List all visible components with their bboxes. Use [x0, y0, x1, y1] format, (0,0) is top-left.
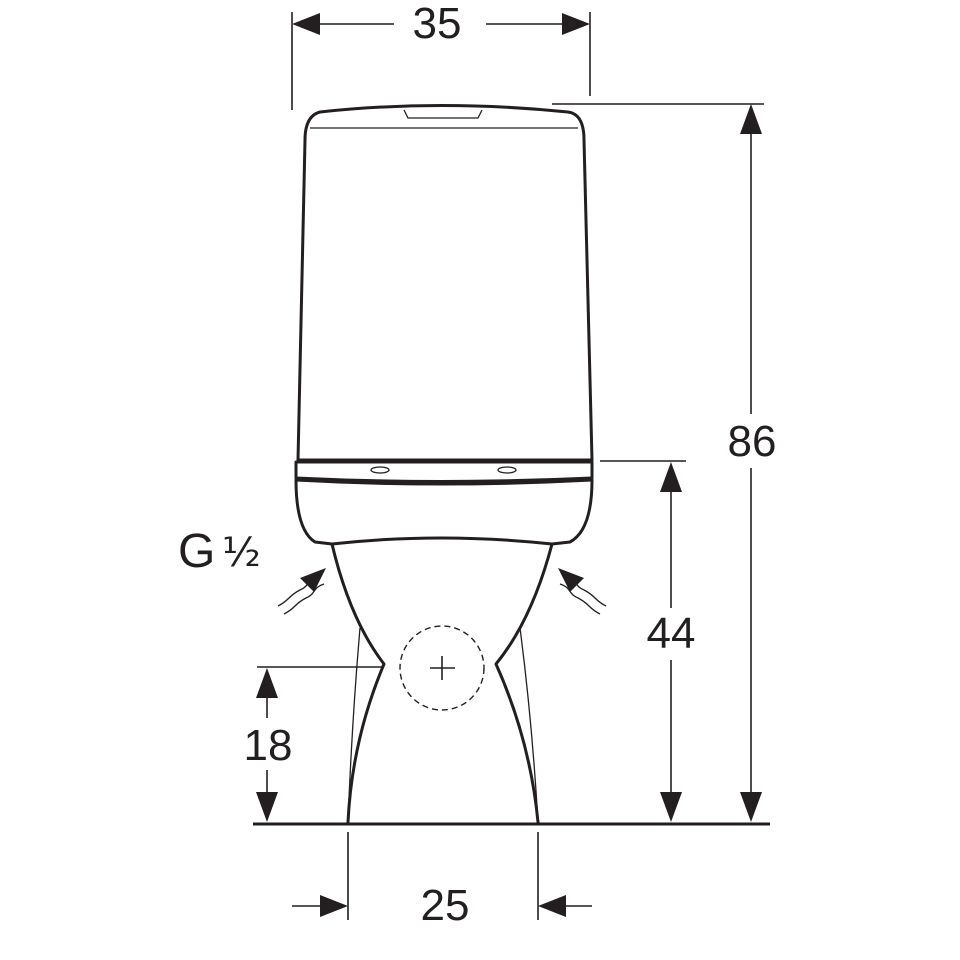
thread-size: ½ [222, 530, 261, 576]
svg-text:86: 86 [728, 417, 777, 466]
dim-height-total: 86 [552, 103, 777, 822]
inlet-arrow-left [277, 568, 326, 615]
dim-width-base: 25 [292, 832, 592, 930]
pedestal [330, 542, 554, 824]
dim-width-top: 35 [291, 0, 591, 110]
dim-height-inlet: 18 [244, 666, 384, 822]
svg-text:35: 35 [413, 0, 462, 48]
cistern [296, 104, 594, 462]
seat-band [294, 460, 594, 483]
svg-text:25: 25 [421, 881, 470, 930]
outlet-circle [399, 625, 485, 711]
thread-letter: G [178, 525, 215, 578]
bowl [294, 478, 594, 546]
dim-height-seat: 44 [600, 460, 696, 822]
svg-text:18: 18 [244, 721, 293, 770]
inlet-arrow-right [558, 568, 607, 615]
svg-text:44: 44 [647, 609, 696, 658]
